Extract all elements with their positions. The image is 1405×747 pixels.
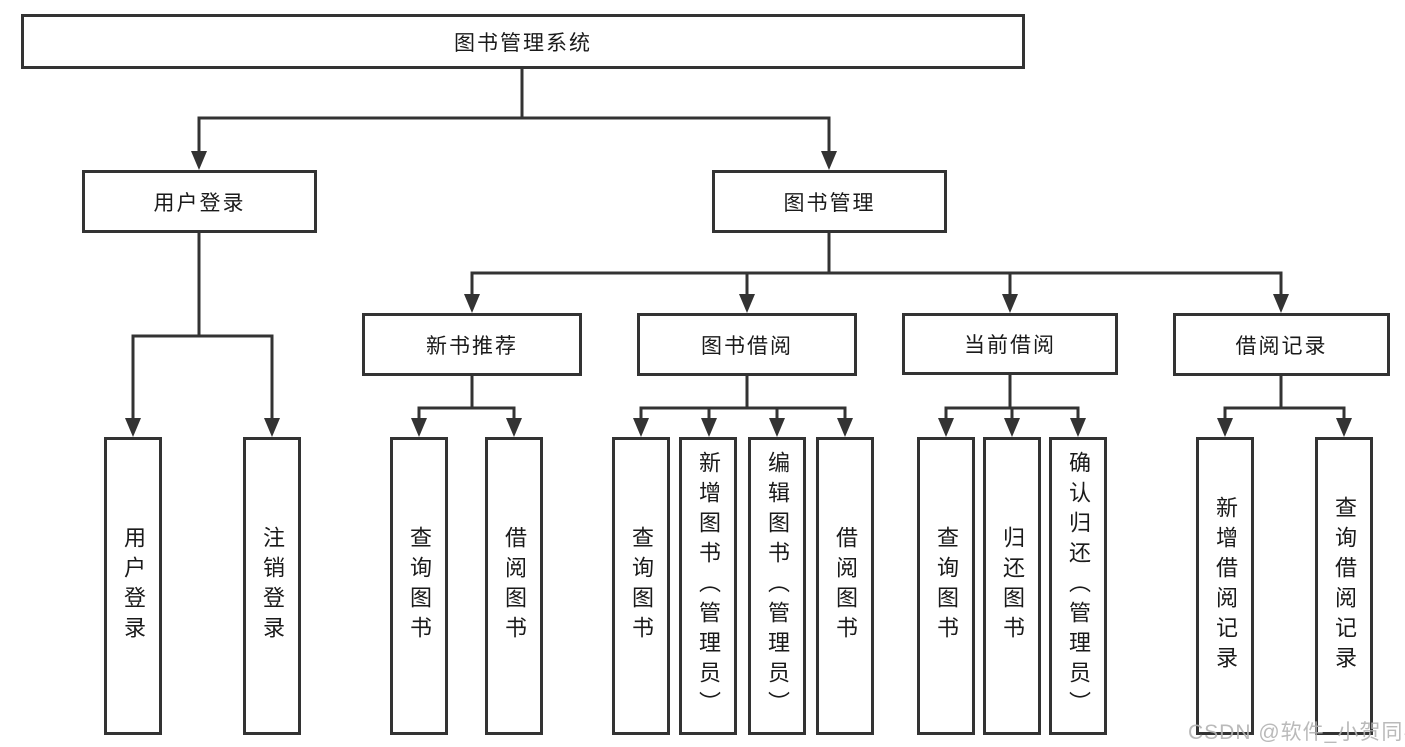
leaf-user-login-label: 用户登录	[121, 526, 146, 646]
leaf-borrow-books-recommend: 借阅图书	[485, 437, 543, 735]
leaf-query-books-recommend: 查询图书	[390, 437, 448, 735]
leaf-borrow-books: 借阅图书	[816, 437, 874, 735]
node-borrowing-records: 借阅记录	[1173, 313, 1390, 376]
node-book-management-label: 图书管理	[783, 191, 876, 215]
leaf-add-books-admin-label: 新增图书（管理员）	[696, 451, 721, 721]
leaf-query-books-recommend-label: 查询图书	[407, 526, 432, 646]
leaf-confirm-return-admin: 确认归还（管理员）	[1049, 437, 1107, 735]
node-borrowing-records-label: 借阅记录	[1235, 334, 1328, 358]
node-root-label: 图书管理系统	[454, 31, 592, 55]
leaf-add-borrow-record-label: 新增借阅记录	[1213, 496, 1238, 676]
arrowheads	[125, 151, 1352, 437]
leaf-edit-books-admin: 编辑图书（管理员）	[748, 437, 806, 735]
leaf-confirm-return-admin-label: 确认归还（管理员）	[1066, 451, 1091, 721]
leaf-user-login: 用户登录	[104, 437, 162, 735]
node-root-system: 图书管理系统	[21, 14, 1025, 69]
node-user-login-label: 用户登录	[153, 191, 246, 215]
leaf-logout: 注销登录	[243, 437, 301, 735]
leaf-logout-label: 注销登录	[260, 526, 285, 646]
leaf-return-books: 归还图书	[983, 437, 1041, 735]
csdn-watermark: CSDN @软件_小贺同学	[1188, 721, 1405, 744]
node-book-borrowing-label: 图书借阅	[701, 334, 793, 358]
leaf-query-books-current-label: 查询图书	[934, 526, 959, 646]
node-current-borrowing-label: 当前借阅	[964, 334, 1056, 357]
node-new-book-recommend: 新书推荐	[362, 313, 582, 376]
leaf-query-books-borrowing: 查询图书	[612, 437, 670, 735]
leaf-query-books-current: 查询图书	[917, 437, 975, 735]
leaf-query-books-borrowing-label: 查询图书	[629, 526, 654, 646]
node-user-login: 用户登录	[82, 170, 317, 233]
node-new-book-recommend-label: 新书推荐	[426, 334, 518, 358]
node-current-borrowing: 当前借阅	[902, 313, 1118, 375]
leaf-add-books-admin: 新增图书（管理员）	[679, 437, 737, 735]
leaf-edit-books-admin-label: 编辑图书（管理员）	[765, 451, 790, 721]
node-book-management: 图书管理	[712, 170, 947, 233]
leaf-borrow-books-recommend-label: 借阅图书	[502, 526, 527, 646]
node-book-borrowing: 图书借阅	[637, 313, 857, 376]
leaf-query-borrow-record-label: 查询借阅记录	[1332, 496, 1357, 676]
leaf-query-borrow-record: 查询借阅记录	[1315, 437, 1373, 735]
leaf-borrow-books-label: 借阅图书	[833, 526, 858, 646]
leaf-return-books-label: 归还图书	[1000, 526, 1025, 646]
leaf-add-borrow-record: 新增借阅记录	[1196, 437, 1254, 735]
